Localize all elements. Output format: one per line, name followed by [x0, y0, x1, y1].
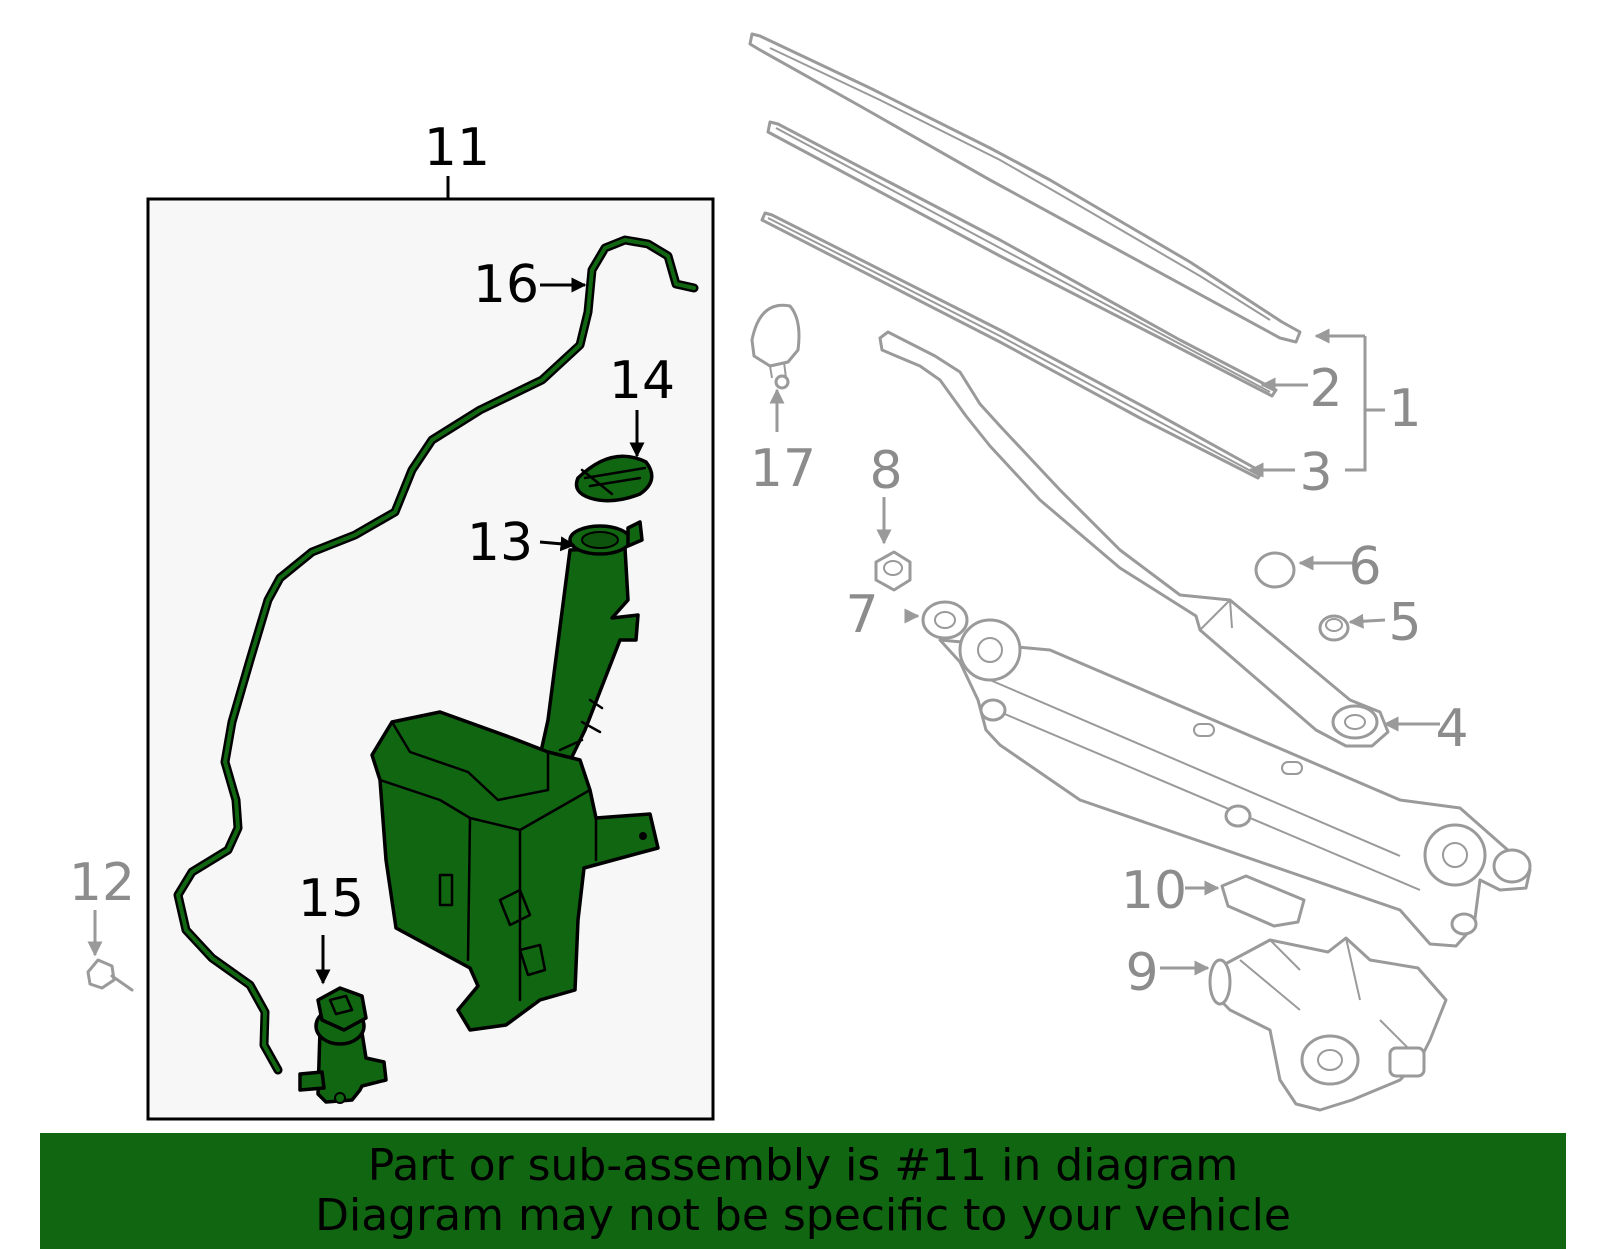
callout-4: 4: [1435, 699, 1468, 759]
callout-7: 7: [845, 585, 878, 645]
washer-pump: [298, 986, 388, 1104]
callout-10: 10: [1121, 861, 1187, 921]
wiper-motor: [1208, 936, 1448, 1112]
filler-cap: [574, 454, 654, 503]
info-banner: Part or sub-assembly is #11 in diagram D…: [40, 1133, 1566, 1249]
wiper-linkage: [921, 600, 1532, 948]
pivot-nut-5: [1318, 614, 1350, 642]
motor-bracket: [1220, 874, 1306, 928]
callout-8: 8: [869, 441, 902, 501]
callout-11: 11: [424, 118, 490, 178]
wiper-arm: [878, 330, 1390, 748]
leader-lines: [87, 277, 1440, 985]
callout-14: 14: [609, 351, 675, 411]
mounting-bolt: [86, 958, 134, 992]
callout-3: 3: [1299, 443, 1332, 503]
callout-5: 5: [1388, 593, 1421, 653]
wiper-blade-assembly: [748, 32, 1302, 480]
callout-2: 2: [1309, 359, 1342, 419]
callout-9: 9: [1125, 943, 1158, 1003]
washer-reservoir: [370, 520, 660, 1032]
washer-hose: [173, 235, 699, 1075]
banner-line-1: Part or sub-assembly is #11 in diagram: [367, 1140, 1239, 1191]
callout-labels: 11 16 14 13 15 1 2 3 4 5 6 7 8 9 10 12 1…: [69, 118, 1469, 1003]
washer-nozzle: [750, 303, 801, 390]
callout-16: 16: [473, 255, 539, 315]
callout-6: 6: [1348, 537, 1381, 597]
callout-1: 1: [1388, 379, 1421, 439]
callout-13: 13: [467, 513, 533, 573]
assembly-box-11: [146, 176, 715, 1121]
pivot-cap-6: [1254, 551, 1296, 589]
callout-17: 17: [750, 439, 816, 499]
callout-12: 12: [69, 853, 135, 913]
callout-15: 15: [298, 869, 364, 929]
banner-line-2: Diagram may not be specific to your vehi…: [315, 1190, 1291, 1241]
pivot-nut-8: [874, 550, 912, 592]
